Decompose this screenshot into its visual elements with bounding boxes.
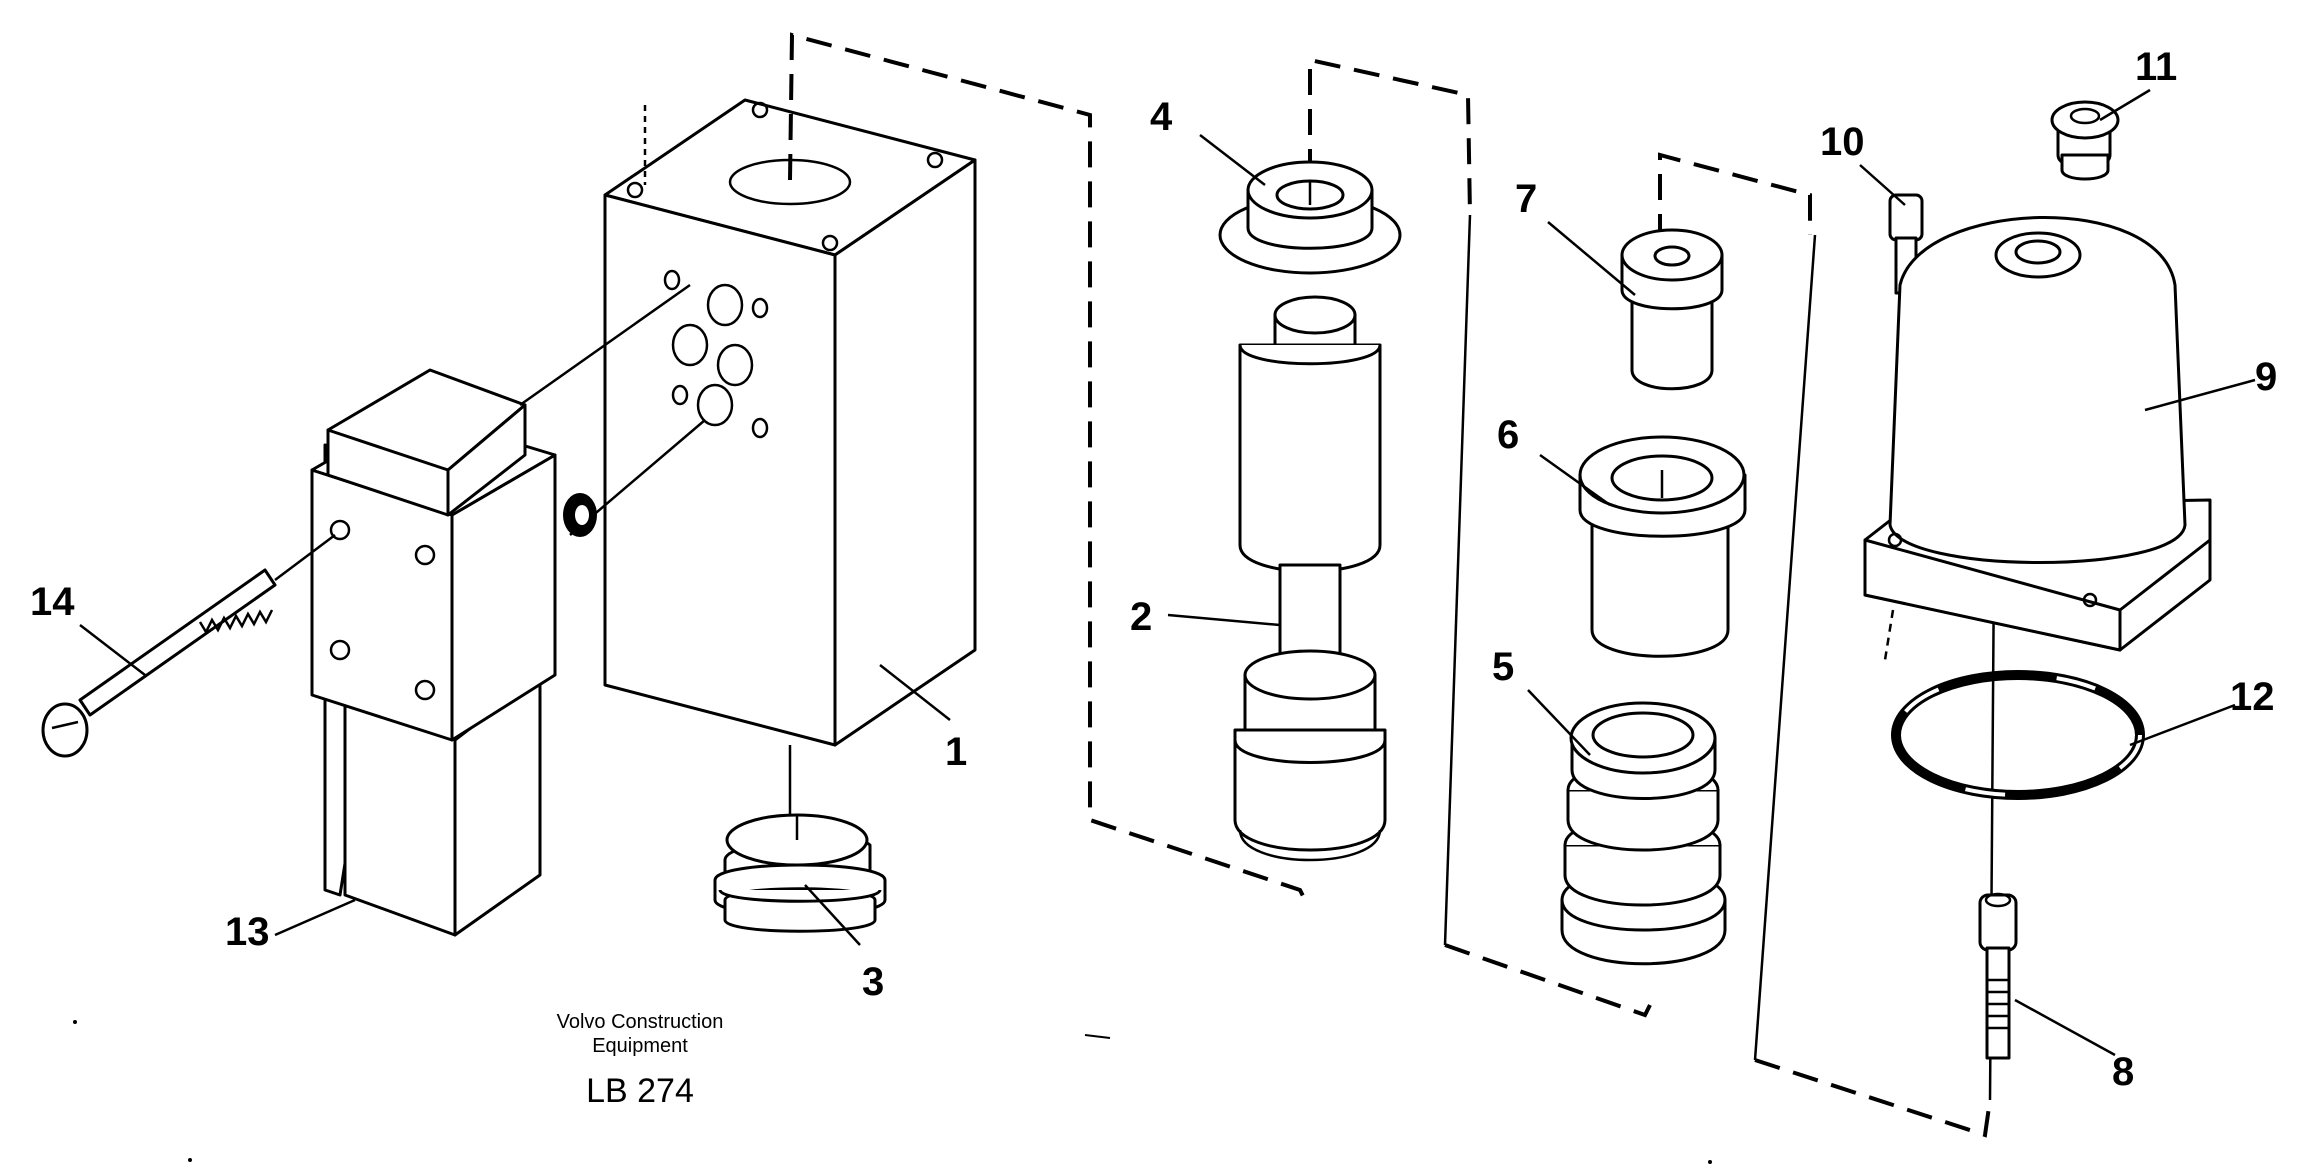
- callout-10: 10: [1820, 120, 1865, 164]
- solenoid-part-13: [310, 283, 706, 937]
- callout-13: 13: [225, 910, 270, 954]
- company-name-line2: Equipment: [592, 1035, 688, 1057]
- long-bolt-part-14: [41, 534, 336, 758]
- callout-11: 11: [2135, 45, 2177, 89]
- callout-12: 12: [2230, 675, 2275, 719]
- cover-part-9: [1863, 215, 2212, 661]
- callout-6: 6: [1497, 413, 1519, 457]
- flange-part-4: [1218, 160, 1402, 275]
- leader-lines: [79, 88, 2256, 1057]
- sleeve-part-6: [1578, 435, 1747, 658]
- callout-3: 3: [862, 960, 884, 1004]
- sleeve-part-7: [1620, 228, 1724, 391]
- callout-8: 8: [2112, 1050, 2134, 1094]
- drawing-code: LB 274: [586, 1072, 694, 1110]
- callout-numbers: 1 2 3 4 5 6 7 8 9 10 11 12 13 14: [30, 45, 2277, 1094]
- spool-part-2: [1233, 295, 1387, 862]
- plug-part-3: [713, 813, 887, 933]
- callout-5: 5: [1492, 645, 1514, 689]
- spring-part-5: [1560, 701, 1727, 966]
- screw-part-8: [1978, 892, 2018, 1060]
- small-seal: [563, 493, 597, 537]
- valve-block-part-1: [603, 98, 977, 815]
- callout-14: 14: [30, 580, 75, 624]
- callout-9: 9: [2255, 355, 2277, 399]
- callout-1: 1: [945, 730, 967, 774]
- scan-specks: [73, 1020, 1712, 1164]
- cap-part-11: [2050, 100, 2120, 181]
- callout-4: 4: [1150, 95, 1173, 139]
- callout-7: 7: [1515, 177, 1537, 221]
- o-ring-part-12: [1891, 670, 2145, 800]
- callout-2: 2: [1130, 595, 1152, 639]
- company-name-line1: Volvo Construction: [556, 1011, 724, 1033]
